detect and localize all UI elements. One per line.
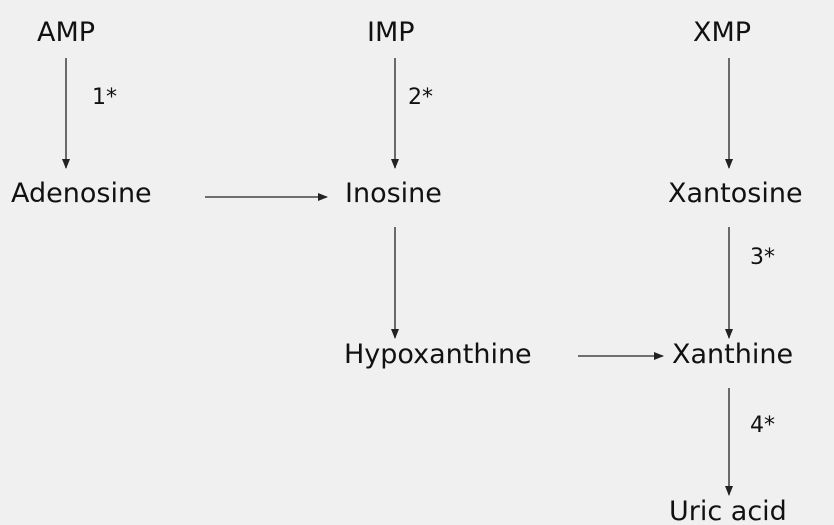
node-inosine: Inosine [345, 178, 442, 209]
node-amp: AMP [37, 17, 96, 48]
node-hypoxanthine: Hypoxanthine [344, 339, 532, 370]
node-xmp: XMP [693, 17, 752, 48]
node-imp: IMP [367, 17, 415, 48]
node-adenosine: Adenosine [11, 178, 152, 209]
node-uric-acid: Uric acid [669, 496, 787, 525]
node-xanthine: Xanthine [672, 339, 794, 370]
step-label-1: 1* [92, 85, 117, 110]
step-label-3: 3* [750, 245, 775, 270]
node-xantosine: Xantosine [668, 178, 803, 209]
step-label-4: 4* [750, 413, 775, 438]
step-label-2: 2* [408, 85, 433, 110]
